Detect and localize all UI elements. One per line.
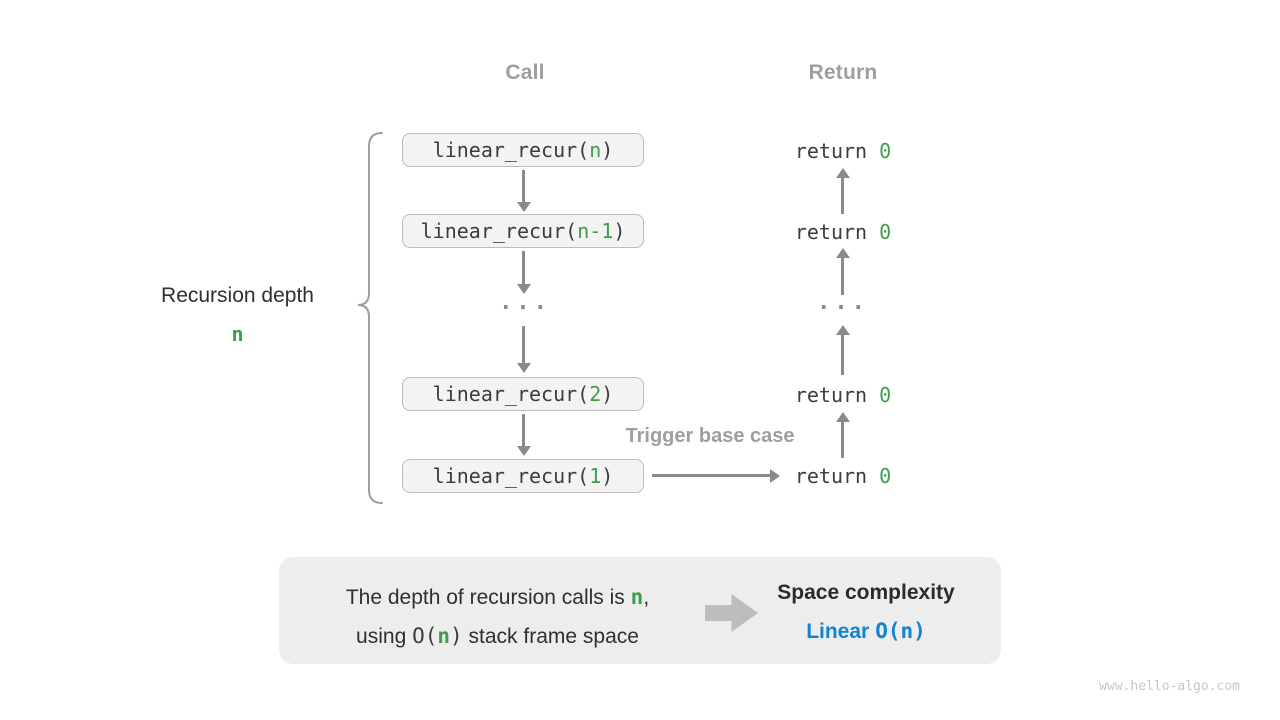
summary-panel	[279, 557, 1001, 664]
code-arg: n-1	[577, 219, 614, 243]
return-keyword: return	[794, 383, 868, 407]
trigger-base-case-label: Trigger base case	[625, 425, 795, 447]
code-text: )	[601, 138, 614, 162]
return-value: 0	[879, 139, 892, 163]
call-arrow-down-icon	[522, 414, 525, 447]
return-arrow-up-icon	[841, 257, 844, 295]
code-arg: n	[589, 138, 602, 162]
space-complexity-title: Space complexity	[777, 581, 955, 604]
code-arg: 2	[589, 382, 602, 406]
code-text: linear_recur(	[420, 219, 578, 243]
return-statement: return 0	[753, 463, 933, 489]
complexity-big-o: O(n)	[875, 619, 926, 643]
return-statement: return 0	[753, 138, 933, 164]
call-arrow-down-icon	[522, 170, 525, 203]
recursion-depth-brace	[357, 132, 383, 504]
call-arrow-down-icon	[522, 251, 525, 285]
return-keyword: return	[794, 464, 868, 488]
return-keyword: return	[794, 139, 868, 163]
call-frame-1: linear_recur(1)	[402, 459, 644, 493]
summary-text: ,	[643, 586, 650, 609]
return-value: 0	[879, 383, 892, 407]
return-arrow-up-icon	[841, 421, 844, 458]
recursion-depth-label: Recursion depth	[161, 284, 314, 307]
return-value: 0	[879, 220, 892, 244]
site-watermark: www.hello-algo.com	[1099, 679, 1240, 694]
base-case-arrow-right-icon	[652, 474, 770, 477]
code-arg: 1	[589, 464, 602, 488]
call-column-header: Call	[505, 61, 545, 84]
call-arrow-down-icon	[522, 326, 525, 364]
summary-text: using	[356, 625, 413, 648]
call-frame-n: linear_recur(n)	[402, 133, 644, 167]
return-statement: return 0	[753, 382, 933, 408]
summary-n: n	[437, 624, 451, 648]
code-text: linear_recur(	[432, 464, 590, 488]
return-ellipsis: ...	[817, 290, 869, 315]
code-text: linear_recur(	[432, 138, 590, 162]
call-ellipsis: ...	[499, 290, 551, 315]
call-frame-2: linear_recur(2)	[402, 377, 644, 411]
summary-text: The depth of recursion calls is	[345, 586, 631, 609]
summary-line-1: The depth of recursion calls is n,	[300, 578, 695, 617]
summary-n: n	[630, 585, 644, 609]
return-column-header: Return	[808, 61, 878, 84]
summary-line-2: using O(n) stack frame space	[300, 617, 695, 656]
return-value: 0	[879, 464, 892, 488]
summary-explanation: The depth of recursion calls is n, using…	[300, 578, 695, 656]
big-o-open: O(	[412, 624, 438, 648]
return-arrow-up-icon	[841, 334, 844, 375]
code-text: linear_recur(	[432, 382, 590, 406]
big-o-close: )	[450, 624, 463, 648]
code-text: )	[601, 382, 614, 406]
code-text: )	[601, 464, 614, 488]
call-frame-n-1: linear_recur(n-1)	[402, 214, 644, 248]
code-text: )	[613, 219, 626, 243]
recursion-depth-value: n	[231, 322, 244, 346]
return-statement: return 0	[753, 219, 933, 245]
complexity-word: Linear	[806, 620, 870, 643]
summary-text: stack frame space	[462, 625, 639, 648]
return-keyword: return	[794, 220, 868, 244]
return-arrow-up-icon	[841, 177, 844, 214]
